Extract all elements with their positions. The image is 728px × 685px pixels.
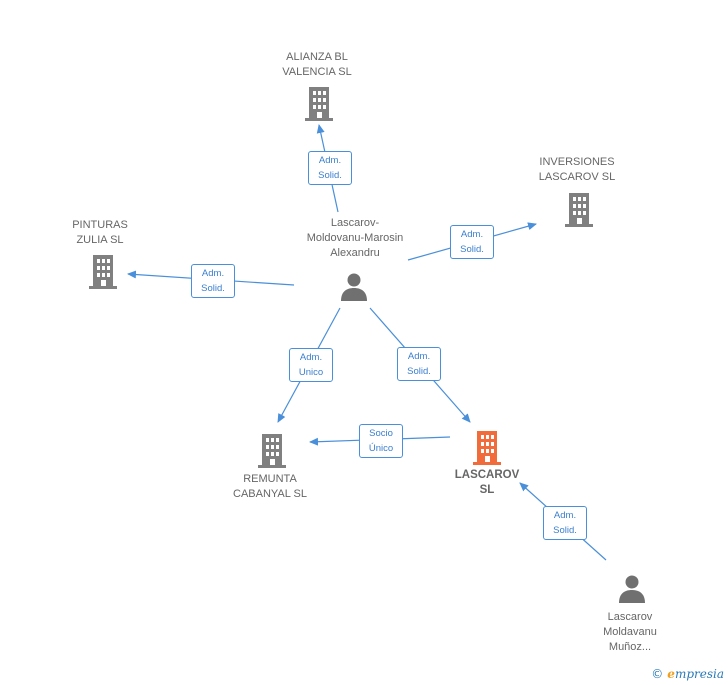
company-label-lascarov-sl[interactable]: LASCAROV SL: [454, 469, 520, 496]
building-icon[interactable]: [563, 191, 595, 227]
edge-label-adm-solid: Adm. Solid.: [308, 151, 352, 185]
company-label-alianza[interactable]: ALIANZA BL VALENCIA SL: [282, 51, 352, 78]
edge-label-adm-solid: Adm. Solid.: [450, 225, 494, 259]
person-label-main[interactable]: Lascarov- Moldovanu-Marosin Alexandru: [306, 217, 404, 259]
person-icon[interactable]: [617, 574, 647, 604]
company-label-inversiones[interactable]: INVERSIONES LASCAROV SL: [538, 156, 616, 183]
building-icon[interactable]: [256, 432, 288, 468]
building-icon[interactable]: [303, 85, 335, 121]
company-label-pinturas[interactable]: PINTURAS ZULIA SL: [72, 219, 128, 246]
edge-label-adm-solid: Adm. Solid.: [543, 506, 587, 540]
edge-label-socio-unico: Socio Único: [359, 424, 403, 458]
empresia-logo: ©empresia: [651, 667, 724, 681]
building-icon[interactable]: [471, 429, 503, 465]
person-label-secondary[interactable]: Lascarov Moldavanu Muñoz...: [603, 611, 657, 653]
building-icon[interactable]: [87, 253, 119, 289]
company-label-remunta[interactable]: REMUNTA CABANYAL SL: [233, 473, 307, 500]
edge-label-adm-solid: Adm. Solid.: [191, 264, 235, 298]
edge-label-adm-unico: Adm. Unico: [289, 348, 333, 382]
edge-label-adm-solid: Adm. Solid.: [397, 347, 441, 381]
person-icon[interactable]: [339, 272, 369, 302]
